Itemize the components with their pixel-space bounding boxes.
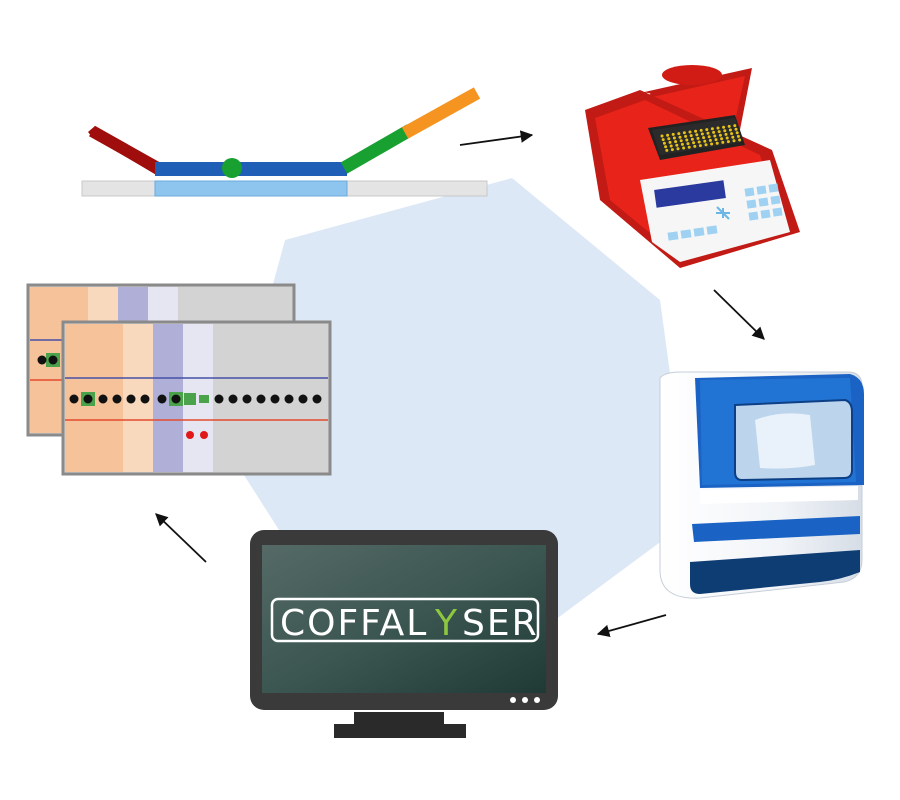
well-dot [665, 148, 669, 152]
well-dot [717, 130, 721, 134]
well-dot [664, 145, 668, 149]
logo-text-left: COFFAL [280, 603, 428, 644]
well-dot [670, 148, 674, 152]
well-dot [723, 129, 727, 133]
well-dot [661, 138, 665, 142]
well-dot [693, 144, 697, 148]
arrow-probe-to-pcr [459, 130, 534, 146]
well-dot [734, 127, 738, 131]
well-dot [720, 137, 724, 141]
well-dot [678, 135, 682, 139]
well-dot [713, 134, 717, 138]
well-dot [728, 128, 732, 132]
well-dot [668, 140, 672, 144]
well-dot [724, 132, 728, 136]
well-dot [666, 133, 670, 137]
sequencer-icon [659, 371, 864, 599]
well-dot [715, 141, 719, 145]
well-dot [700, 132, 704, 136]
arrow-pcr-to-sequencer [713, 289, 765, 340]
well-dot [712, 130, 716, 134]
well-dot [682, 131, 686, 135]
well-dot [669, 144, 673, 148]
well-dot [733, 124, 737, 128]
coffalyser-logo: COFFAL Y SER [270, 597, 540, 644]
monitor-icon: COFFAL Y SER [250, 530, 558, 738]
well-dot [689, 134, 693, 138]
well-dot [672, 136, 676, 140]
well-dot [692, 141, 696, 145]
well-dot [679, 139, 683, 143]
well-dot [676, 147, 680, 151]
well-dot [682, 146, 686, 150]
well-dot [730, 132, 734, 136]
well-dot [695, 133, 699, 137]
well-dot [732, 139, 736, 143]
well-dot [671, 132, 675, 136]
well-dot [707, 135, 711, 139]
well-dot [688, 130, 692, 134]
well-dot [696, 136, 700, 140]
mlpa-probe-icon [81, 87, 488, 197]
well-dot [687, 145, 691, 149]
well-dot [702, 136, 706, 140]
well-dot [721, 140, 725, 144]
well-dot [697, 140, 701, 144]
well-dot [698, 144, 702, 148]
arrow-sequencer-to-monitor [596, 614, 667, 638]
electropherogram-icon [26, 283, 332, 476]
well-dot [726, 140, 730, 144]
well-dot [705, 128, 709, 132]
well-dot [710, 142, 714, 146]
well-dot [662, 141, 666, 145]
well-dot [686, 142, 690, 146]
well-dot [660, 134, 664, 138]
well-dot [699, 128, 703, 132]
well-dot [722, 125, 726, 129]
well-dot [710, 127, 714, 131]
well-dot [735, 131, 739, 135]
keypad [667, 183, 783, 241]
well-dot [736, 134, 740, 138]
well-dot [677, 132, 681, 136]
well-dot [725, 136, 729, 140]
result-panel-front [61, 320, 332, 476]
well-dot [704, 143, 708, 147]
arrow-keys [716, 206, 730, 220]
well-dot [706, 131, 710, 135]
well-dot [675, 143, 679, 147]
well-dot [708, 138, 712, 142]
well-dot [680, 142, 684, 146]
probe-peaks [69, 394, 322, 404]
well-dot [667, 137, 671, 141]
well-dot [703, 139, 707, 143]
deviation-dot [200, 431, 208, 439]
well-dot [731, 135, 735, 139]
logo-text-right: SER [462, 603, 539, 644]
well-dot [685, 138, 689, 142]
well-dot [690, 137, 694, 141]
arrow-monitor-to-results [155, 513, 207, 563]
well-dot [727, 124, 731, 128]
well-dot [674, 140, 678, 144]
well-dot [738, 138, 742, 142]
well-dot [694, 129, 698, 133]
well-dot [714, 138, 718, 142]
well-dot [684, 134, 688, 138]
background-hexagon [228, 178, 690, 620]
logo-glyph: Y [434, 603, 459, 644]
thermal-cycler-icon [585, 65, 800, 268]
well-plate [652, 118, 742, 155]
well-dot [718, 133, 722, 137]
deviation-dot [186, 431, 194, 439]
well-dot [716, 126, 720, 130]
